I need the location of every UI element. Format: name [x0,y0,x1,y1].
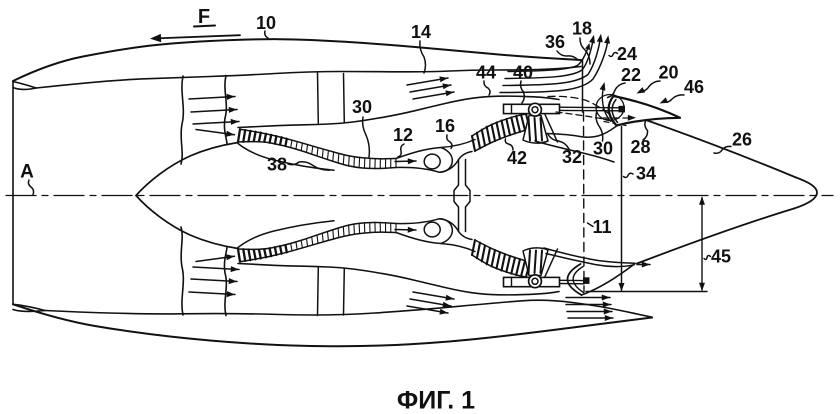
svg-text:24: 24 [617,44,637,64]
svg-text:30: 30 [593,139,613,159]
svg-text:28: 28 [630,137,650,157]
svg-text:F: F [198,6,210,28]
svg-text:16: 16 [435,116,455,136]
svg-text:45: 45 [711,247,731,267]
svg-text:18: 18 [572,19,592,39]
svg-text:12: 12 [393,125,413,145]
svg-text:38: 38 [267,155,287,175]
svg-text:32: 32 [562,147,582,167]
svg-text:14: 14 [411,22,431,42]
svg-text:46: 46 [684,77,704,97]
svg-text:22: 22 [621,65,641,85]
svg-text:26: 26 [732,130,752,150]
svg-text:A: A [20,162,34,183]
svg-text:20: 20 [658,63,678,83]
svg-text:10: 10 [256,13,276,33]
svg-text:40: 40 [513,63,533,83]
svg-text:36: 36 [545,32,565,52]
svg-text:42: 42 [507,148,527,168]
svg-text:44: 44 [476,63,496,83]
svg-text:30: 30 [352,97,372,117]
svg-text:34: 34 [636,164,656,184]
svg-text:11: 11 [592,217,611,237]
svg-text:ФИГ. 1: ФИГ. 1 [397,387,475,414]
